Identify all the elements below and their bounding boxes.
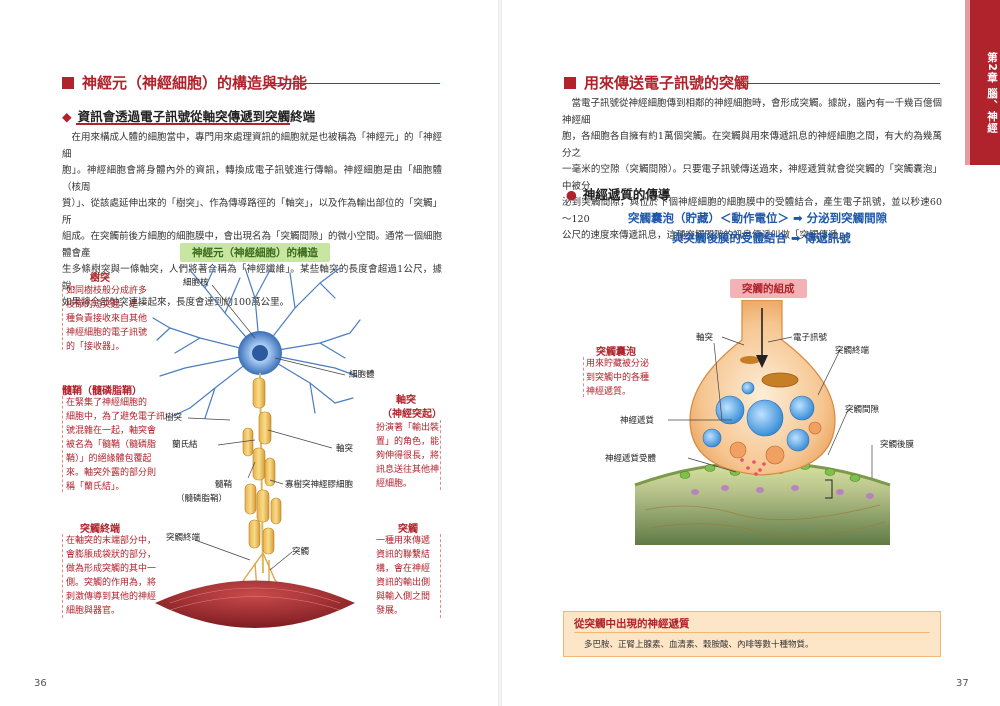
neuron-illustration — [152, 265, 361, 628]
section-rule — [268, 83, 440, 84]
neurotransmitter-note-box: 從突觸中出現的神經遞質 多巴胺、正腎上腺素、血清素、穀胺酸、內啡等數十種物質。 — [563, 611, 941, 657]
label-myelin-sub: （髓磷脂鞘） — [176, 494, 228, 504]
note-text: 多巴胺、正腎上腺素、血清素、穀胺酸、內啡等數十種物質。 — [584, 640, 814, 650]
right-subheading: ●神經遞質的傳導 — [566, 187, 671, 202]
left-body-text: 在用來構成人體的細胞當中，專門用來處理資訊的細胞就是也被稱為「神經元」的「神經細… — [62, 132, 443, 308]
synapse-illustration — [634, 300, 891, 545]
label-synaptic-terminal: 突觸終端 — [166, 533, 201, 543]
left-subheading: ◆資訊會透過電子訊號從軸突傳遞到突觸終端 — [62, 109, 316, 124]
note-title: 從突觸中出現的神經遞質 — [574, 618, 690, 630]
annotation-myelin-text: 在緊集了神經細胞的 細胞中，為了避免電子訊 號混雜在一起，軸突會 被名為「髓鞘（… — [66, 398, 166, 492]
flow-line-1: 突觸囊泡（貯藏）＜動作電位＞ ➡ 分泌到突觸間隙 — [628, 211, 888, 225]
section-rule — [748, 83, 940, 84]
left-section-title: 神經元（神經細胞）的構造與功能 — [62, 72, 307, 93]
label-postsynaptic-membrane: 突觸後膜 — [880, 440, 915, 450]
annotation-axon-title: 軸突 — [396, 395, 416, 406]
figure-title: 神經元（神經細胞）的構造 — [180, 243, 330, 262]
neuron-leader-lines — [187, 284, 346, 571]
annotation-axon-text: 扮演著「輸出裝 置」的角色，能 夠伸得很長，將 訊息送往其他神 經細胞。 — [376, 423, 440, 489]
note-divider — [574, 632, 930, 633]
annotation-synapse-text: 一種用來傳遞 資訊的聯繫結 構，會在神經 資訊的輸出側 與輸入側之間 發展。 — [376, 536, 431, 616]
label-node-of-ranvier: 蘭氏結 — [172, 440, 198, 450]
annotation-synapse-title: 突觸 — [398, 524, 418, 535]
annotation-dendrite-title: 樹突 — [90, 273, 110, 284]
bullet-dot-icon: ● — [566, 187, 577, 202]
page-number-left: 36 — [34, 678, 47, 689]
label-cell-body: 細胞體 — [349, 370, 375, 380]
annotation-myelin-title: 髓鞘（髓磷脂鞘） — [62, 386, 142, 397]
annotation-divider — [583, 357, 584, 397]
label-synaptic-vesicle: 突觸囊泡 — [596, 347, 636, 358]
annotation-divider — [62, 396, 63, 492]
right-body-text: 當電子訊號從神經細胞傳到相鄰的神經細胞時，會形成突觸。據說，腦內有一千幾百億個神… — [562, 98, 943, 241]
annotation-divider — [440, 420, 441, 490]
right-page: 第2章 腦、神經 用來傳送電子訊號的突觸 當電子訊號從神經細胞傳到相鄰的神經細胞… — [500, 0, 1000, 706]
left-page: 神經元（神經細胞）的構造與功能 ◆資訊會透過電子訊號從軸突傳遞到突觸終端 在用來… — [34, 72, 443, 689]
synapse-leader-lines — [668, 336, 873, 499]
diamond-icon: ◆ — [62, 109, 72, 124]
label-dendrite: 樹突 — [165, 413, 183, 423]
annotation-terminal-text: 在軸突的末端部分中， 會膨脹成袋狀的部分， 做為形成突觸的其中一 側。突觸的作用… — [66, 536, 157, 616]
right-section-title: 用來傳送電子訊號的突觸 — [564, 72, 749, 93]
label-receptor: 神經遞質受體 — [605, 454, 657, 464]
book-gutter — [498, 0, 502, 706]
label-axon: 軸突 — [336, 444, 354, 454]
page-number-right: 37 — [956, 678, 969, 689]
annotation-dendrite-text: 如同樹枝般分成許多 枝節的短突起，是一 種負責接收來自其他 神經細胞的電子訊號 … — [66, 286, 148, 352]
vesicle-description: 用來貯藏被分泌 到突觸中的各種 神經遞質。 — [586, 359, 650, 397]
annotation-terminal-title: 突觸終端 — [80, 524, 120, 535]
label-synapse: 突觸 — [292, 547, 310, 557]
chapter-tab: 第2章 腦、神經 — [970, 0, 1000, 165]
label-neurotransmitter: 神經遞質 — [620, 416, 655, 426]
chapter-tab-strip — [965, 0, 970, 165]
annotation-divider — [62, 534, 63, 618]
section-marker-icon — [62, 76, 74, 89]
label-electric-signal: 電子訊號 — [793, 333, 828, 343]
section-marker-icon — [564, 76, 576, 89]
annotation-axon-subtitle: （神經突起） — [382, 409, 442, 420]
flow-line-2: 與突觸後膜的受體結合 ➡ 傳遞訊號 — [672, 231, 851, 245]
annotation-divider — [440, 534, 441, 618]
label-oligodendrocyte: 寡樹突神經膠細胞 — [285, 480, 354, 490]
arrow-right-icon: ➡ — [793, 211, 803, 225]
arrow-right-icon: ➡ — [791, 231, 801, 245]
synapse-figure-title: 突觸的組成 — [730, 279, 807, 298]
annotation-divider — [62, 284, 63, 350]
subheading-underline — [76, 123, 290, 125]
label-synaptic-cleft: 突觸間隙 — [845, 405, 880, 415]
label-myelin: 髓鞘 — [215, 480, 233, 490]
label-axon: 軸突 — [696, 333, 714, 343]
label-cell-nucleus: 細胞核 — [183, 278, 209, 288]
label-synaptic-terminal: 突觸終端 — [835, 346, 870, 356]
